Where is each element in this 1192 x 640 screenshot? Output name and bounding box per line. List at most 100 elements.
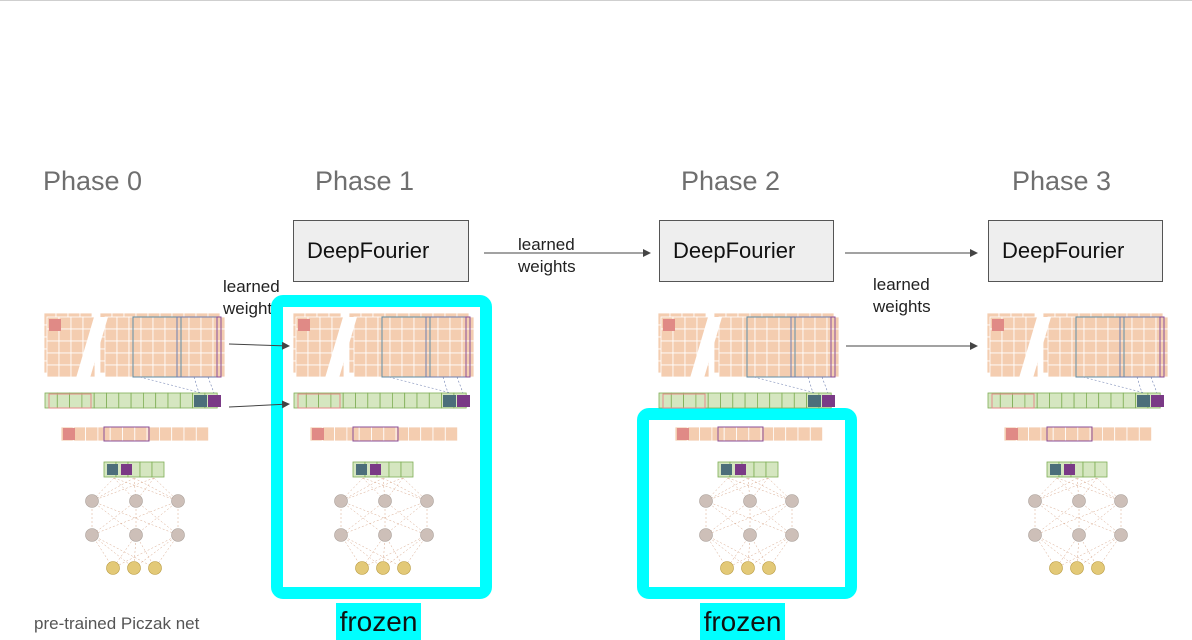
net-0-feature-map-front bbox=[116, 352, 130, 366]
net-2-feature-map-front bbox=[814, 340, 828, 354]
net-0-feature-map-front bbox=[152, 364, 166, 378]
net-1-feature-map-front bbox=[413, 364, 427, 378]
net-2-dense-teal-unit bbox=[808, 395, 821, 407]
net-0-feature-map-front bbox=[116, 316, 130, 330]
net-2-feature-map-front bbox=[802, 352, 816, 366]
net-0-dense-strip-cell bbox=[106, 392, 120, 409]
net-0-output-neuron bbox=[106, 561, 120, 575]
net-1-hidden-neuron bbox=[420, 494, 434, 508]
net-1-feature-map-front bbox=[365, 364, 379, 378]
net-1-feature-map-front bbox=[449, 340, 463, 354]
net-1-conn-dash bbox=[442, 376, 449, 394]
net-1-feature-map-front bbox=[307, 340, 321, 354]
net-1-feature-map-front bbox=[365, 352, 379, 366]
net-1-hidden-neuron bbox=[334, 528, 348, 542]
net-0-feature-map-front bbox=[58, 352, 72, 366]
net-2-feature-map-front bbox=[814, 352, 828, 366]
net-1-feature-strip-cell bbox=[321, 426, 335, 442]
net-0-feature-map-front bbox=[58, 364, 72, 378]
net-1-synapse bbox=[340, 500, 428, 536]
net-3-dense-strip-cell bbox=[999, 392, 1013, 409]
net-3-feature-map-front bbox=[989, 340, 1003, 354]
net-1-conv-window-blue bbox=[381, 316, 431, 378]
net-2-feature-map-front bbox=[754, 316, 768, 330]
phase-2-deepfourier-box: DeepFourier bbox=[659, 220, 834, 282]
net-3-dense-strip-cell bbox=[1086, 392, 1100, 409]
net-0-conn-dash bbox=[139, 376, 203, 394]
net-2-feature-map-front bbox=[802, 340, 816, 354]
phase-3-title: Phase 3 bbox=[1012, 166, 1112, 196]
net-2-synapse bbox=[705, 477, 749, 502]
learned-weights-label-1: learned weights bbox=[223, 277, 281, 318]
net-3-feature-map-front bbox=[1155, 328, 1169, 342]
net-3-dense-strip-cell bbox=[987, 392, 1001, 409]
net-2-feature-map-front bbox=[754, 340, 768, 354]
net-1-feature-map-front bbox=[377, 340, 391, 354]
net-1-feature-map-front bbox=[295, 352, 309, 366]
net-2-synapse bbox=[705, 500, 793, 536]
net-3-dense-strip-cell bbox=[1036, 392, 1050, 409]
net-2-feature-map-front bbox=[790, 316, 804, 330]
net-1-feature-map-front bbox=[461, 340, 475, 354]
net-0-dense-purple-unit bbox=[208, 395, 221, 407]
net-0-feature-map-front bbox=[116, 340, 130, 354]
net-1-feature-map-front bbox=[353, 328, 367, 342]
net-2-feature-map-front bbox=[790, 328, 804, 342]
net-3-feature-highlight-cell bbox=[992, 319, 1004, 331]
net-3-feature-strip-cell bbox=[1052, 426, 1066, 442]
net-0-feature-map-front bbox=[128, 340, 142, 354]
net-1-dense-strip-cell bbox=[416, 392, 430, 409]
net-3-feature-map-front bbox=[1107, 340, 1121, 354]
net-0-synapse bbox=[135, 500, 179, 536]
net-3-feature-map-front bbox=[1059, 340, 1073, 354]
net-2-output-neuron bbox=[762, 561, 776, 575]
net-0-feature-map-front bbox=[104, 328, 118, 342]
net-2-synapse bbox=[705, 500, 751, 536]
net-3-feature-strip-highlight bbox=[1006, 428, 1018, 440]
net-3-small-dense-purple bbox=[1064, 464, 1075, 475]
net-0-dense-teal-unit bbox=[194, 395, 207, 407]
net-1-feature-map-front bbox=[425, 328, 439, 342]
net-0-synapse bbox=[133, 477, 179, 502]
net-3-dense-strip-cell bbox=[1049, 392, 1063, 409]
net-1-feature-map-front bbox=[377, 328, 391, 342]
net-2-feature-strip-cell bbox=[773, 426, 787, 442]
net-2-dense-strip-cell bbox=[732, 392, 746, 409]
net-0-synapse bbox=[133, 534, 179, 569]
net-0-output-neuron bbox=[148, 561, 162, 575]
net-3-feature-map-front bbox=[1071, 340, 1085, 354]
net-2-feature-map-front bbox=[766, 340, 780, 354]
net-0-feature-highlight-cell bbox=[49, 319, 61, 331]
net-3-feature-map-front bbox=[1131, 328, 1145, 342]
net-3-feature-strip-cell bbox=[1028, 426, 1042, 442]
net-1-synapse bbox=[382, 477, 428, 502]
net-3-synapse bbox=[1056, 477, 1080, 502]
net-1-synapse bbox=[361, 534, 428, 569]
net-0-feature-map-front bbox=[200, 364, 214, 378]
net-2-feature-strip-cell bbox=[797, 426, 811, 442]
net-0-feature-map-front bbox=[116, 364, 130, 378]
net-0-dense-red-window bbox=[48, 393, 92, 409]
net-1-dense-red-window bbox=[297, 393, 341, 409]
net-1-feature-strip-cell bbox=[432, 426, 446, 442]
net-1-feature-map-front bbox=[377, 352, 391, 366]
net-3-synapse bbox=[1034, 477, 1078, 502]
net-3-feature-map-front bbox=[1155, 316, 1169, 330]
pretrained-net-caption: pre-trained Piczak net bbox=[34, 614, 200, 633]
net-3-feature-map-front bbox=[1047, 328, 1061, 342]
net-2-conv-window-blue bbox=[746, 316, 796, 378]
net-0-feature-map-front bbox=[46, 340, 60, 354]
net-0-dense-strip-cell bbox=[93, 392, 107, 409]
net-2-hidden-neuron bbox=[785, 494, 799, 508]
net-2-synapse bbox=[705, 500, 751, 536]
net-0-feature-map-front bbox=[140, 352, 154, 366]
net-0-dense-strip-cell bbox=[142, 392, 157, 409]
net-1-feature-map-front bbox=[307, 352, 321, 366]
net-3-synapse bbox=[1076, 534, 1122, 569]
net-0-hidden-neuron bbox=[171, 494, 185, 508]
net-2-feature-map-front bbox=[790, 364, 804, 378]
net-3-feature-strip-cell bbox=[1126, 426, 1140, 442]
net-0-dense-strip-cell bbox=[179, 392, 194, 409]
net-1-feature-map-front bbox=[461, 316, 475, 330]
net-2-feature-map-front bbox=[718, 340, 732, 354]
